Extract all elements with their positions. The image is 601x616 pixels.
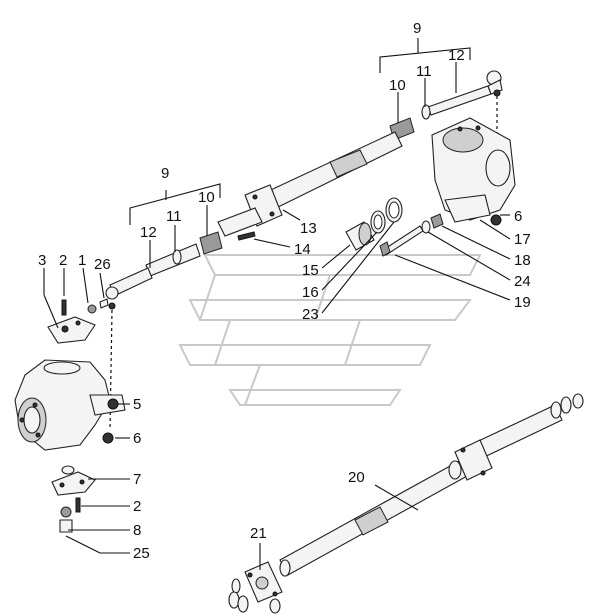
callout-3: 3 (38, 252, 46, 269)
callout-6-right: 6 (514, 208, 522, 225)
callout-26: 26 (94, 256, 111, 273)
callout-24: 24 (514, 273, 531, 290)
callout-10-left: 10 (198, 189, 215, 206)
callout-23: 23 (302, 306, 319, 323)
callout-11-top: 11 (416, 63, 432, 80)
leader-lines (43, 38, 511, 570)
small-parts-group (237, 197, 444, 257)
callout-8: 8 (133, 522, 141, 539)
knuckle-right (431, 117, 516, 226)
callout-9-left: 9 (161, 165, 169, 182)
callout-2-bottom: 2 (133, 498, 141, 515)
callout-19: 19 (514, 294, 531, 311)
callout-11-left: 11 (166, 208, 182, 225)
callout-10-top: 10 (389, 77, 406, 94)
callout-25: 25 (133, 545, 150, 562)
lower-drive-shaft (228, 393, 584, 614)
callout-5: 5 (133, 396, 141, 413)
upper-bracket (47, 298, 109, 344)
callout-12-top: 12 (448, 47, 465, 64)
knuckle-left (14, 359, 126, 451)
callout-14: 14 (294, 241, 311, 258)
callout-20: 20 (348, 469, 365, 486)
callout-7: 7 (133, 471, 141, 488)
callout-21: 21 (250, 525, 267, 542)
callout-17: 17 (514, 231, 531, 248)
callout-labels: 9 10 11 12 6 17 18 24 19 13 14 15 16 23 … (38, 20, 531, 562)
callout-6-left: 6 (133, 430, 141, 447)
callout-12-left: 12 (140, 224, 157, 241)
left-tie-rod-assembly (105, 231, 223, 431)
lower-bracket (51, 465, 96, 533)
upper-tie-rod-assembly (217, 70, 503, 237)
callout-2-top: 2 (59, 252, 67, 269)
callout-13: 13 (300, 220, 317, 237)
callout-18: 18 (514, 252, 531, 269)
callout-15: 15 (302, 262, 319, 279)
callout-9-top: 9 (413, 20, 421, 37)
watermark-logo (178, 254, 482, 406)
callout-16: 16 (302, 284, 319, 301)
callout-1: 1 (78, 252, 86, 269)
